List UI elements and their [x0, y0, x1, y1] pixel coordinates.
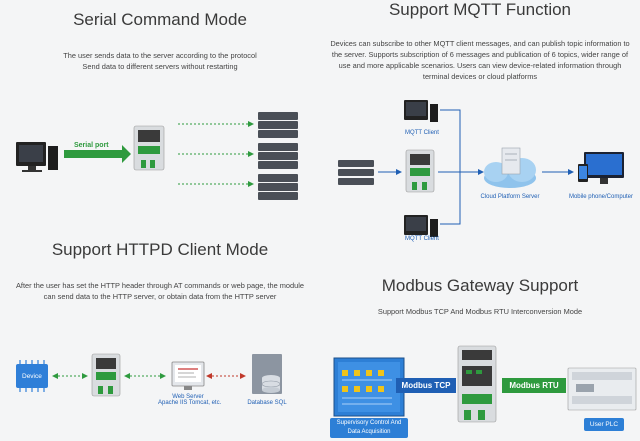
plc-icon	[567, 367, 637, 411]
serial-desc-line2: Send data to different servers without r…	[82, 62, 238, 71]
serial-title: Serial Command Mode	[73, 10, 247, 29]
panel-modbus-gateway: Modbus Gateway Support Support Modbus TC…	[320, 220, 640, 441]
mobile-computer-label: Mobile phone/Computer	[568, 194, 634, 200]
computer-icon	[16, 142, 58, 172]
modbus-tcp-arrow: Modbus TCP	[396, 378, 456, 393]
server-icon-2	[258, 143, 298, 169]
mobile-computer-icon	[578, 152, 624, 184]
server-icon-1	[258, 112, 298, 138]
mqtt-client-top-label: MQTT Client	[405, 130, 439, 136]
modbus-description: Support Modbus TCP And Modbus RTU Interc…	[377, 307, 583, 316]
device-chip-icon	[16, 360, 48, 392]
httpd-desc-line2: can send data to the HTTP server, or obt…	[43, 292, 277, 301]
httpd-description: After the user has set the HTTP header t…	[0, 280, 320, 302]
modbus-rtu-label: Modbus RTU	[509, 381, 559, 390]
serial-port-label: Serial port	[74, 142, 109, 149]
mqtt-title: Support MQTT Function	[388, 0, 572, 19]
scada-label-line1: Supervisory Control And	[336, 420, 402, 426]
module-icon	[91, 353, 121, 397]
web-server-label-line1: Web Server	[172, 394, 204, 400]
web-server-icon	[171, 361, 205, 390]
server-icon	[338, 160, 374, 185]
web-server-label-line2: Apache IIS Tomcat, etc.	[158, 400, 222, 406]
httpd-title: Support HTTPD Client Mode	[51, 240, 269, 259]
cloud-server-icon	[484, 147, 536, 188]
mqtt-description: Devices can subscribe to other MQTT clie…	[322, 38, 638, 82]
panel-httpd-client-mode: Support HTTPD Client Mode After the user…	[0, 220, 320, 441]
serial-diagram	[16, 112, 298, 200]
module-icon	[405, 149, 435, 193]
panel-mqtt-function: Support MQTT Function Devices can subscr…	[320, 0, 640, 237]
mqtt-desc-line4: terminal devices or cloud platforms	[422, 72, 538, 81]
scada-label-line2: Data Acquisition	[347, 429, 391, 435]
device-label: Device	[22, 373, 42, 380]
modbus-rtu-arrow: Modbus RTU	[502, 378, 566, 393]
scada-label: Supervisory Control And Data Acquisition	[330, 418, 408, 438]
cloud-platform-label: Cloud Platform Server	[480, 194, 540, 200]
mqtt-client-top-icon	[404, 100, 438, 122]
mqtt-desc-line1: Devices can subscribe to other MQTT clie…	[330, 39, 630, 48]
serial-server-arrows	[178, 123, 248, 185]
serial-desc-line1: The user sends data to the server accord…	[63, 51, 257, 60]
scada-screen-icon	[333, 357, 405, 417]
plc-label: User PLC	[584, 418, 624, 431]
mqtt-client-bottom-icon	[404, 215, 438, 237]
panel-serial-command-mode: Serial Command Mode The user sends data …	[0, 0, 320, 220]
module-icon	[133, 125, 165, 171]
serial-description: The user sends data to the server accord…	[20, 50, 300, 72]
serial-port-arrow	[64, 145, 131, 163]
gateway-module-icon	[457, 345, 497, 423]
modbus-diagram	[333, 345, 637, 423]
database-label: Database SQL	[247, 400, 287, 406]
database-icon	[252, 354, 282, 394]
modbus-tcp-label: Modbus TCP	[401, 381, 451, 390]
mqtt-client-bottom-label: MQTT Client	[405, 236, 439, 242]
modbus-title: Modbus Gateway Support	[381, 276, 579, 295]
web-server-label: Web Server Apache IIS Tomcat, etc.	[158, 394, 222, 406]
httpd-desc-line1: After the user has set the HTTP header t…	[16, 281, 304, 290]
httpd-diagram	[16, 353, 282, 397]
mqtt-desc-line3: use and more applicable scenarios. Users…	[338, 61, 622, 70]
mqtt-desc-line2: the server. Supports subscription of 6 m…	[331, 50, 629, 59]
mqtt-diagram	[338, 100, 624, 237]
server-icon-3	[258, 174, 298, 200]
